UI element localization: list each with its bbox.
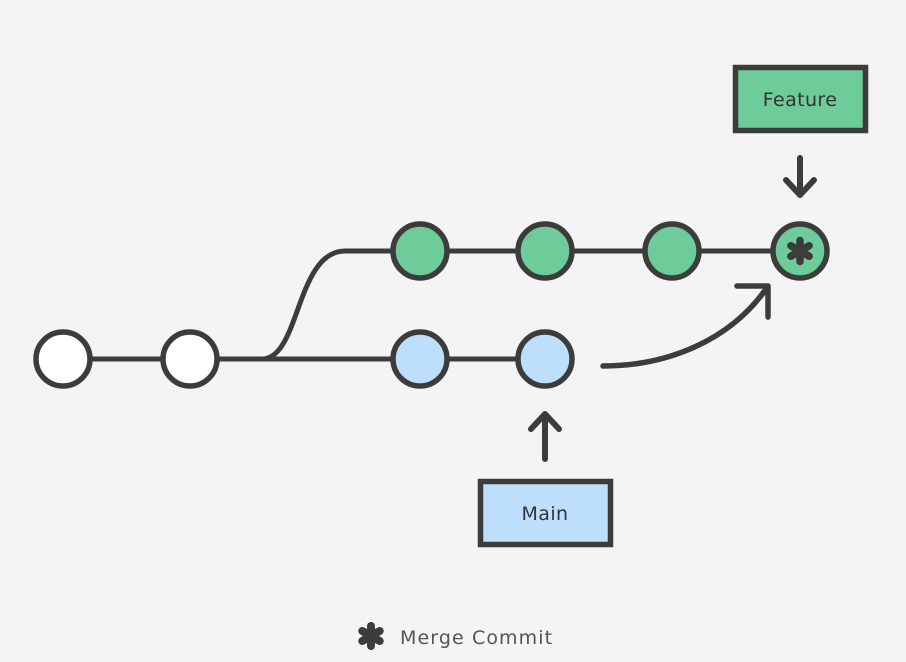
commit-node-c4[interactable] xyxy=(515,329,575,389)
branch-off-curve xyxy=(259,248,396,362)
feature-label-box[interactable]: Feature xyxy=(732,64,869,134)
merge-commit-node-f4[interactable] xyxy=(770,221,830,281)
commit-node-f2[interactable] xyxy=(515,221,575,281)
main-label-box[interactable]: Main xyxy=(477,478,614,548)
feature-pointer-arrow-icon xyxy=(783,155,817,198)
commit-node-c1[interactable] xyxy=(33,329,93,389)
legend-label: Merge Commit xyxy=(400,627,553,649)
commit-node-c2[interactable] xyxy=(160,329,220,389)
main-pointer-arrow-icon xyxy=(528,411,562,462)
main-label-text: Main xyxy=(522,503,569,525)
commit-node-f3[interactable] xyxy=(642,221,702,281)
merge-arrow-curve xyxy=(600,286,769,369)
merge-arrow-head xyxy=(734,283,771,320)
legend: Merge Commit xyxy=(362,626,553,649)
legend-asterisk-icon xyxy=(362,626,379,646)
branch-lines xyxy=(90,248,773,362)
commit-node-c3[interactable] xyxy=(390,329,450,389)
feature-label-text: Feature xyxy=(763,89,838,111)
merge-arrow xyxy=(600,283,771,369)
merge-commit-asterisk-icon xyxy=(791,241,809,262)
commit-node-f1[interactable] xyxy=(390,221,450,281)
